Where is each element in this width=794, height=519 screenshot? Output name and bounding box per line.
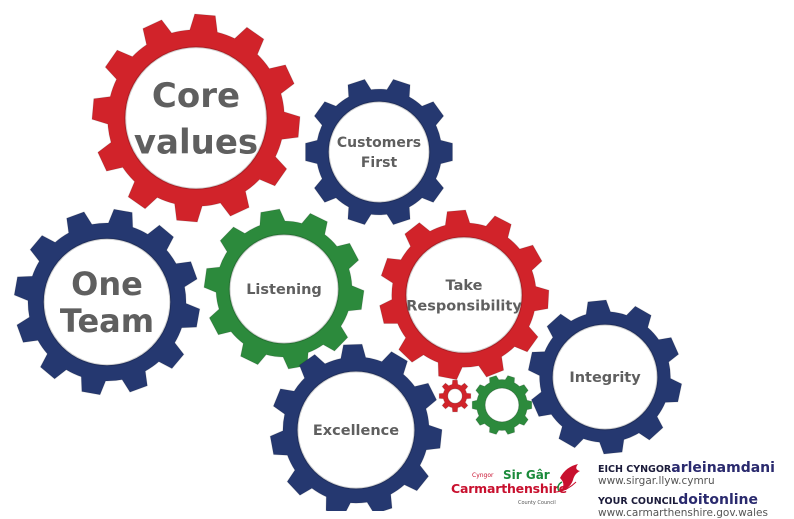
customers-first-gear-center	[327, 100, 431, 204]
integrity-gear: Integrity	[527, 299, 683, 455]
core-values-gear-center	[124, 46, 268, 190]
take-responsibility-label-line-1: Take	[446, 278, 483, 294]
one-team-label-line-2: Team	[60, 302, 154, 340]
red-dragon-icon	[556, 464, 580, 493]
take-responsibility-label-line-2: Responsibility	[406, 298, 522, 314]
small-green-gear-center	[484, 387, 520, 423]
english-prefix: YOUR COUNCIL	[598, 495, 679, 507]
logo-county-council-text: County Council	[518, 500, 556, 506]
welsh-url-link[interactable]: www.sirgar.llyw.cymru	[598, 475, 715, 487]
integrity-gear-center	[551, 323, 659, 431]
listening-label-line-1: Listening	[246, 282, 322, 298]
welsh-brand-link[interactable]: arleinamdani	[671, 460, 775, 476]
listening-gear: Listening	[203, 208, 365, 370]
core-values-gear: Core values	[91, 13, 301, 223]
excellence-gear-center	[296, 370, 416, 490]
excellence-gear: Excellence	[269, 343, 443, 511]
english-brand-link[interactable]: doitonline	[678, 491, 759, 508]
english-url-link[interactable]: www.carmarthenshire.gov.wales	[598, 506, 768, 519]
take-responsibility-gear-center	[405, 236, 523, 354]
small-green-gear	[471, 374, 533, 436]
welsh-prefix: EICH CYNGOR	[598, 464, 672, 475]
small-red-gear-center	[447, 388, 463, 404]
logo-cyngor-text: Cyngor	[472, 472, 494, 479]
integrity-label-line-1: Integrity	[569, 370, 641, 386]
one-team-label-line-1: One	[71, 265, 143, 303]
logo-sir-gar-text: Sir Gâr	[503, 468, 550, 482]
logo-carmarthenshire-text: Carmarthenshire	[451, 481, 567, 496]
council-logo-area: Cyngor Sir Gâr Carmarthenshire County Co…	[448, 458, 794, 518]
listening-gear-center	[228, 233, 340, 345]
one-team-gear-center	[42, 237, 172, 367]
small-red-gear	[438, 379, 472, 413]
customers-first-label-line-2: First	[361, 155, 398, 171]
customers-first-label-line-1: Customers	[337, 135, 421, 151]
excellence-label-line-1: Excellence	[313, 423, 399, 439]
core-values-label-line-1: Core	[152, 76, 240, 116]
website-info: EICH CYNGORarleinamdani www.sirgar.llyw.…	[598, 460, 775, 518]
core-values-label-line-2: values	[134, 123, 258, 163]
